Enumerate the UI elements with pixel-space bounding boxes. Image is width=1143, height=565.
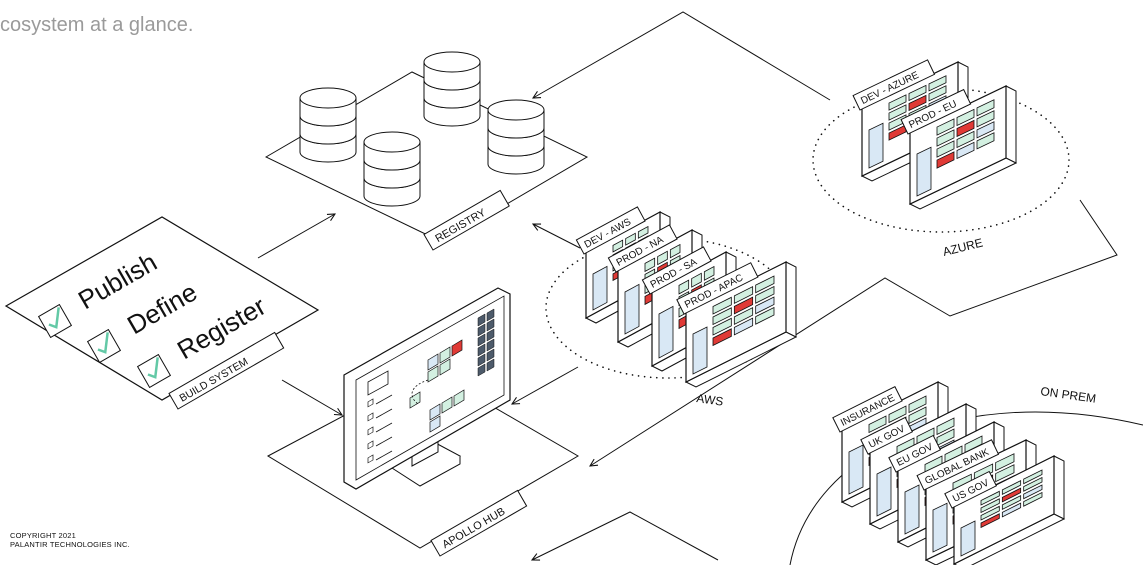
monitor-screen-content — [367, 308, 495, 464]
environment-panel: US GOV — [944, 455, 1066, 565]
azure-label: AZURE — [941, 235, 984, 258]
database-icon — [487, 99, 545, 175]
build-system: BUILD SYSTEM Publish Define Register — [4, 216, 320, 410]
environment-panel: PROD - EU — [900, 85, 1018, 210]
monitor-screen — [355, 295, 505, 481]
arrow-aws-to-registry — [533, 224, 581, 249]
arrow-build-to-hub — [281, 379, 342, 415]
environment-panel: PROD - APAC — [676, 261, 798, 388]
aws-label: AWS — [696, 391, 725, 409]
arrow-aws-to-hub — [512, 366, 579, 404]
azure-boundary — [812, 87, 1070, 233]
registry-databases — [299, 51, 545, 207]
flow-arrows — [257, 11, 1118, 560]
database-icon — [299, 87, 357, 163]
check-icon — [97, 332, 109, 354]
check-icon — [147, 357, 159, 379]
check-icon — [48, 307, 60, 329]
database-icon — [423, 51, 481, 127]
apollo-hub: APOLLO HUB — [266, 287, 579, 557]
caption-text: cosystem at a glance. — [0, 14, 194, 36]
arrow-build-to-registry — [257, 214, 335, 259]
copyright-line-1: COPYRIGHT 2021 — [10, 531, 77, 540]
copyright-line-2: PALANTIR TECHNOLOGIES INC. — [10, 540, 130, 549]
registry: REGISTRY — [264, 51, 589, 251]
arrow-azure-to-registry — [533, 11, 831, 101]
arrow-onprem-to-hub — [532, 511, 719, 560]
copyright-notice: COPYRIGHT 2021 PALANTIR TECHNOLOGIES INC… — [10, 531, 130, 549]
database-icon — [363, 131, 421, 207]
on-prem-label: ON PREM — [1040, 384, 1097, 406]
